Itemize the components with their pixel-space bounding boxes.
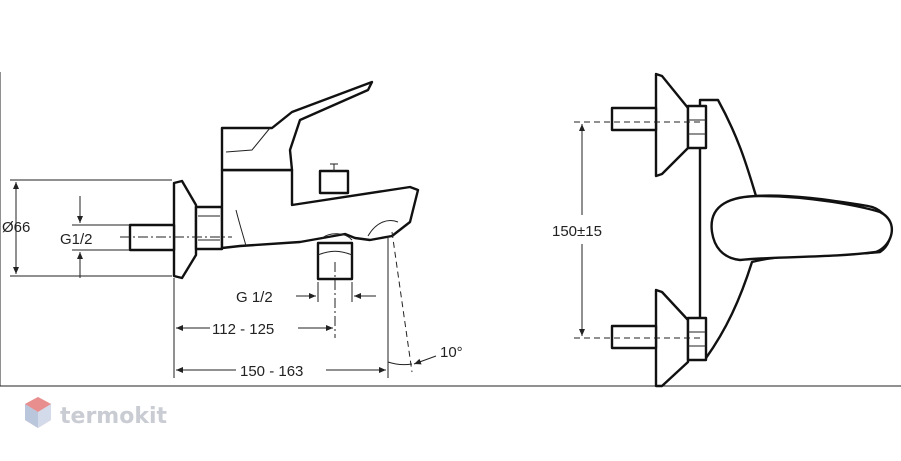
- union-nut: [194, 205, 224, 251]
- diameter-label: Ø66: [2, 219, 30, 236]
- bottom-eccentric-connector: [610, 324, 658, 350]
- bottom-wall-flange: [654, 288, 690, 388]
- outlet-thread-label: G 1/2: [236, 289, 273, 306]
- side-view: [120, 80, 420, 378]
- dimension-diameter: Ø66: [2, 179, 172, 277]
- lever-front: [710, 194, 894, 262]
- hexagon-logo-icon: [25, 397, 51, 428]
- dimension-outlet-thread: G 1/2: [236, 282, 376, 306]
- dimension-inlet-thread: G1/2: [60, 196, 130, 278]
- dimension-inlet-spacing: 150±15: [552, 124, 602, 336]
- top-eccentric-connector: [610, 106, 658, 132]
- dimension-spout-angle: 10°: [387, 344, 463, 366]
- inlet-thread-label: G1/2: [60, 231, 93, 248]
- lever-handle: [220, 80, 374, 172]
- length-long-label: 150 - 163: [240, 363, 303, 380]
- top-union-nut: [686, 104, 708, 150]
- spout-angle-label: 10°: [440, 344, 463, 361]
- watermark-brand: termokit: [60, 404, 167, 429]
- shower-outlet: [316, 241, 354, 281]
- diverter-knob: [318, 169, 350, 195]
- bottom-union-nut: [686, 316, 708, 362]
- inlet-spacing-label: 150±15: [552, 223, 602, 240]
- watermark: termokit: [25, 397, 167, 429]
- length-short-label: 112 - 125: [212, 321, 274, 338]
- front-view: [574, 72, 894, 388]
- mixer-body: [220, 168, 420, 250]
- dimension-length-short: 112 - 125: [173, 278, 333, 378]
- top-wall-flange: [654, 72, 690, 178]
- dimension-length-long: 150 - 163: [176, 363, 386, 380]
- wall-flange: [172, 179, 198, 280]
